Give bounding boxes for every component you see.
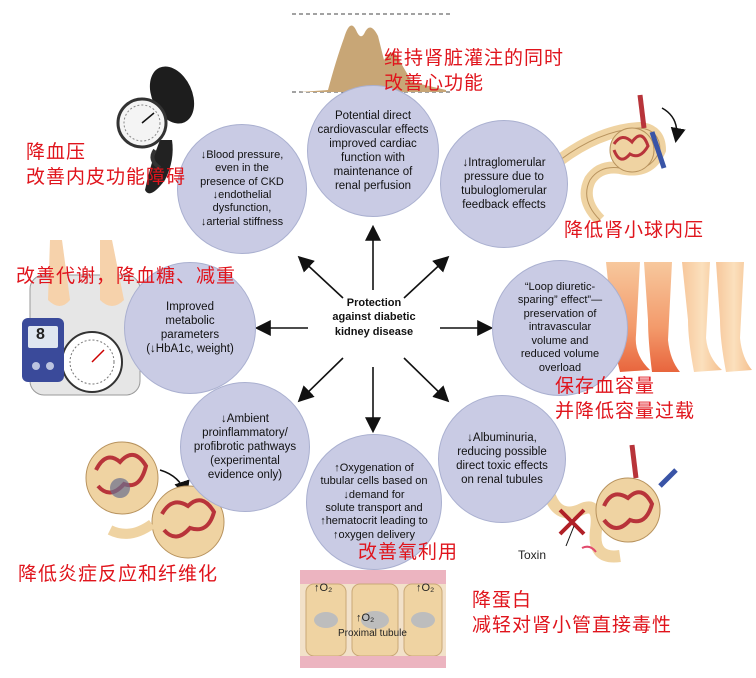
oxygenation-node-text: ↑Oxygenation of tubular cells based on ↓…: [320, 461, 428, 541]
cardio-node-text: Potential direct cardiovascular effects …: [317, 109, 429, 193]
inflammation-node-text: ↓Ambient proinflammatory/ profibrotic pa…: [193, 412, 297, 482]
annotation-oxygen: 改善氧利用: [358, 541, 459, 563]
bp-cuff-illustration: [116, 66, 195, 194]
annotation-metabolic: 改善代谢，降血糖、减重: [16, 265, 237, 287]
oxygenation-node: ↑Oxygenation of tubular cells based on ↓…: [306, 434, 442, 570]
glomerulus-top-illustration: [556, 94, 686, 225]
annotation-albumin: 降蛋白 减轻对肾小管直接毒性: [472, 589, 673, 636]
metabolic-node-text: Improved metabolic parameters (↓HbA1c, w…: [146, 300, 234, 356]
scale-glucometer-illustration: [22, 240, 141, 396]
proximal-tubule-label: Proximal tubule: [338, 628, 407, 639]
annotation-intraglomerular: 降低肾小球内压: [564, 219, 705, 241]
loop-diuretic-node: “Loop diuretic- sparing” effect”— preser…: [492, 260, 628, 396]
annotation-bp: 降血压 改善内皮功能障碍: [26, 141, 187, 188]
glucometer-digit: 8: [36, 326, 45, 343]
center-label: Protection against diabetic kidney disea…: [332, 297, 416, 338]
cardio-node: Potential direct cardiovascular effects …: [307, 85, 439, 217]
inflammation-illustration: [85, 441, 225, 559]
intraglomerular-node-text: ↓Intraglomerular pressure due to tubulog…: [461, 156, 547, 212]
legs-illustration: [606, 262, 752, 372]
annotation-loop: 保存血容量 并降低容量过载: [555, 375, 696, 422]
metabolic-node: Improved metabolic parameters (↓HbA1c, w…: [124, 262, 256, 394]
o2-right-label: ↑O₂: [416, 582, 435, 594]
arrow-to-bp: [297, 255, 344, 299]
loop-diuretic-node-text: “Loop diuretic- sparing” effect”— preser…: [517, 281, 603, 374]
albuminuria-node: ↓Albuminuria, reducing possible direct t…: [438, 395, 566, 523]
inflammation-node: ↓Ambient proinflammatory/ profibrotic pa…: [180, 382, 310, 512]
annotation-inflammation: 降低炎症反应和纤维化: [18, 563, 219, 585]
annotation-cardio: 维持肾脏灌注的同时 改善心功能: [384, 47, 565, 94]
o2-mid-label: ↑O₂: [356, 612, 375, 624]
blood-pressure-node-text: ↓Blood pressure, even in the presence of…: [200, 148, 284, 228]
albuminuria-node-text: ↓Albuminuria, reducing possible direct t…: [456, 431, 548, 487]
intraglomerular-node: ↓Intraglomerular pressure due to tubulog…: [440, 120, 568, 248]
arrow-to-albumin: [403, 357, 450, 403]
o2-left-label: ↑O₂: [314, 582, 333, 594]
radial-arrows: [254, 224, 494, 434]
arrow-to-inflammation: [297, 357, 344, 403]
toxin-label: Toxin: [518, 548, 547, 562]
arrow-to-intraglomerular: [403, 255, 450, 299]
proximal-tubule-illustration: [300, 570, 446, 668]
blood-pressure-node: ↓Blood pressure, even in the presence of…: [177, 124, 307, 254]
